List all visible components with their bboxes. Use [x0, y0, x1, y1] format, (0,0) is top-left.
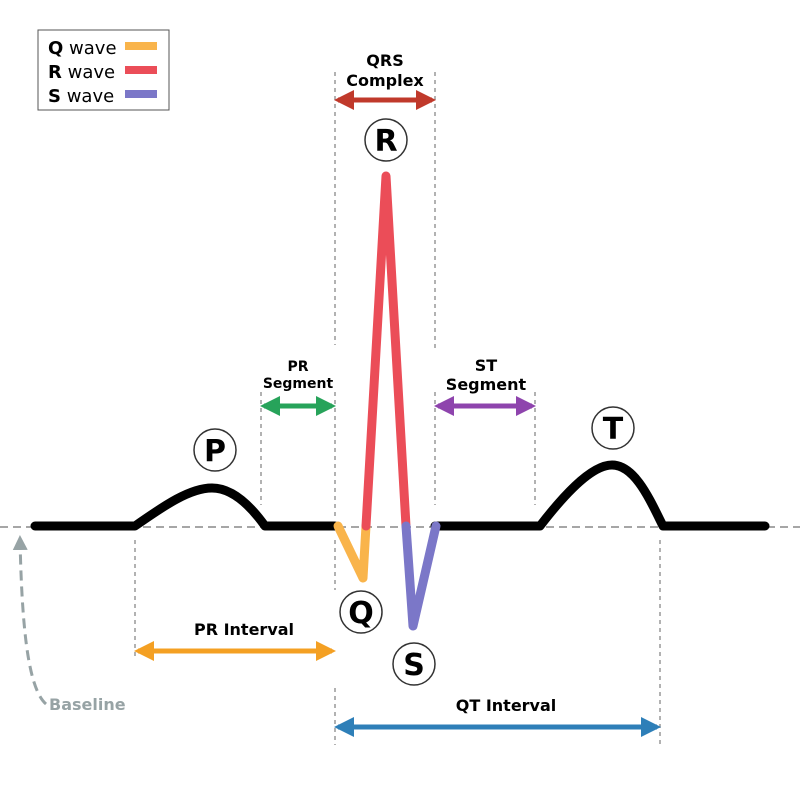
- wave-p-circle: [193, 428, 237, 472]
- wave-r-circle: [364, 118, 408, 162]
- svg-text:R wave: R wave: [48, 62, 115, 83]
- pr-interval-label: PR Interval: [194, 620, 294, 639]
- legend-swatch-r: [125, 66, 157, 74]
- ecg-trace-p-section: [30, 483, 340, 531]
- wave-q-marker: Q: [339, 590, 383, 634]
- wave-t-circle: [591, 406, 635, 450]
- qrs-complex-label-line1: QRS: [366, 51, 403, 70]
- wave-s-marker: S: [392, 642, 436, 686]
- svg-text:Q wave: Q wave: [48, 38, 117, 59]
- wave-t-marker: T: [591, 406, 635, 450]
- legend-item-q: Q wave: [48, 38, 157, 59]
- ecg-trace-t-section: [430, 460, 770, 531]
- baseline-label: Baseline: [49, 695, 126, 714]
- wave-s-circle: [392, 642, 436, 686]
- q-wave-trace: [333, 521, 371, 583]
- legend-item-r-key: R: [48, 62, 62, 83]
- legend-item-r-text: wave: [62, 62, 115, 83]
- wave-q-letter: Q: [348, 596, 374, 631]
- qt-interval-label: QT Interval: [456, 696, 557, 715]
- wave-r-letter: R: [374, 124, 397, 159]
- wave-r-marker: R: [364, 118, 408, 162]
- pr-segment-label-line2: Segment: [263, 376, 334, 392]
- legend-item-s-text: wave: [61, 86, 114, 107]
- st-segment-label-line2: Segment: [446, 375, 527, 394]
- legend-swatch-s: [125, 90, 157, 98]
- legend-item-r: R wave: [48, 62, 157, 83]
- r-wave-trace: [361, 171, 411, 531]
- baseline-arrow: [12, 535, 48, 706]
- legend-item-s: S wave: [48, 86, 157, 107]
- legend: Q wave R wave S wave: [37, 29, 170, 111]
- legend-item-q-key: Q: [48, 38, 63, 59]
- legend-item-q-text: wave: [63, 38, 116, 59]
- st-segment-label-line1: ST: [475, 356, 498, 375]
- pr-segment-label-line1: PR: [287, 359, 308, 375]
- wave-p-marker: P: [193, 428, 237, 472]
- s-wave-trace: [401, 521, 441, 631]
- wave-q-circle: [339, 590, 383, 634]
- wave-t-letter: T: [603, 412, 624, 447]
- legend-swatch-q: [125, 42, 157, 50]
- svg-text:S wave: S wave: [48, 86, 114, 107]
- qrs-complex-label-line2: Complex: [346, 71, 424, 90]
- wave-p-letter: P: [204, 434, 226, 469]
- wave-s-letter: S: [403, 648, 425, 683]
- legend-item-s-key: S: [48, 86, 61, 107]
